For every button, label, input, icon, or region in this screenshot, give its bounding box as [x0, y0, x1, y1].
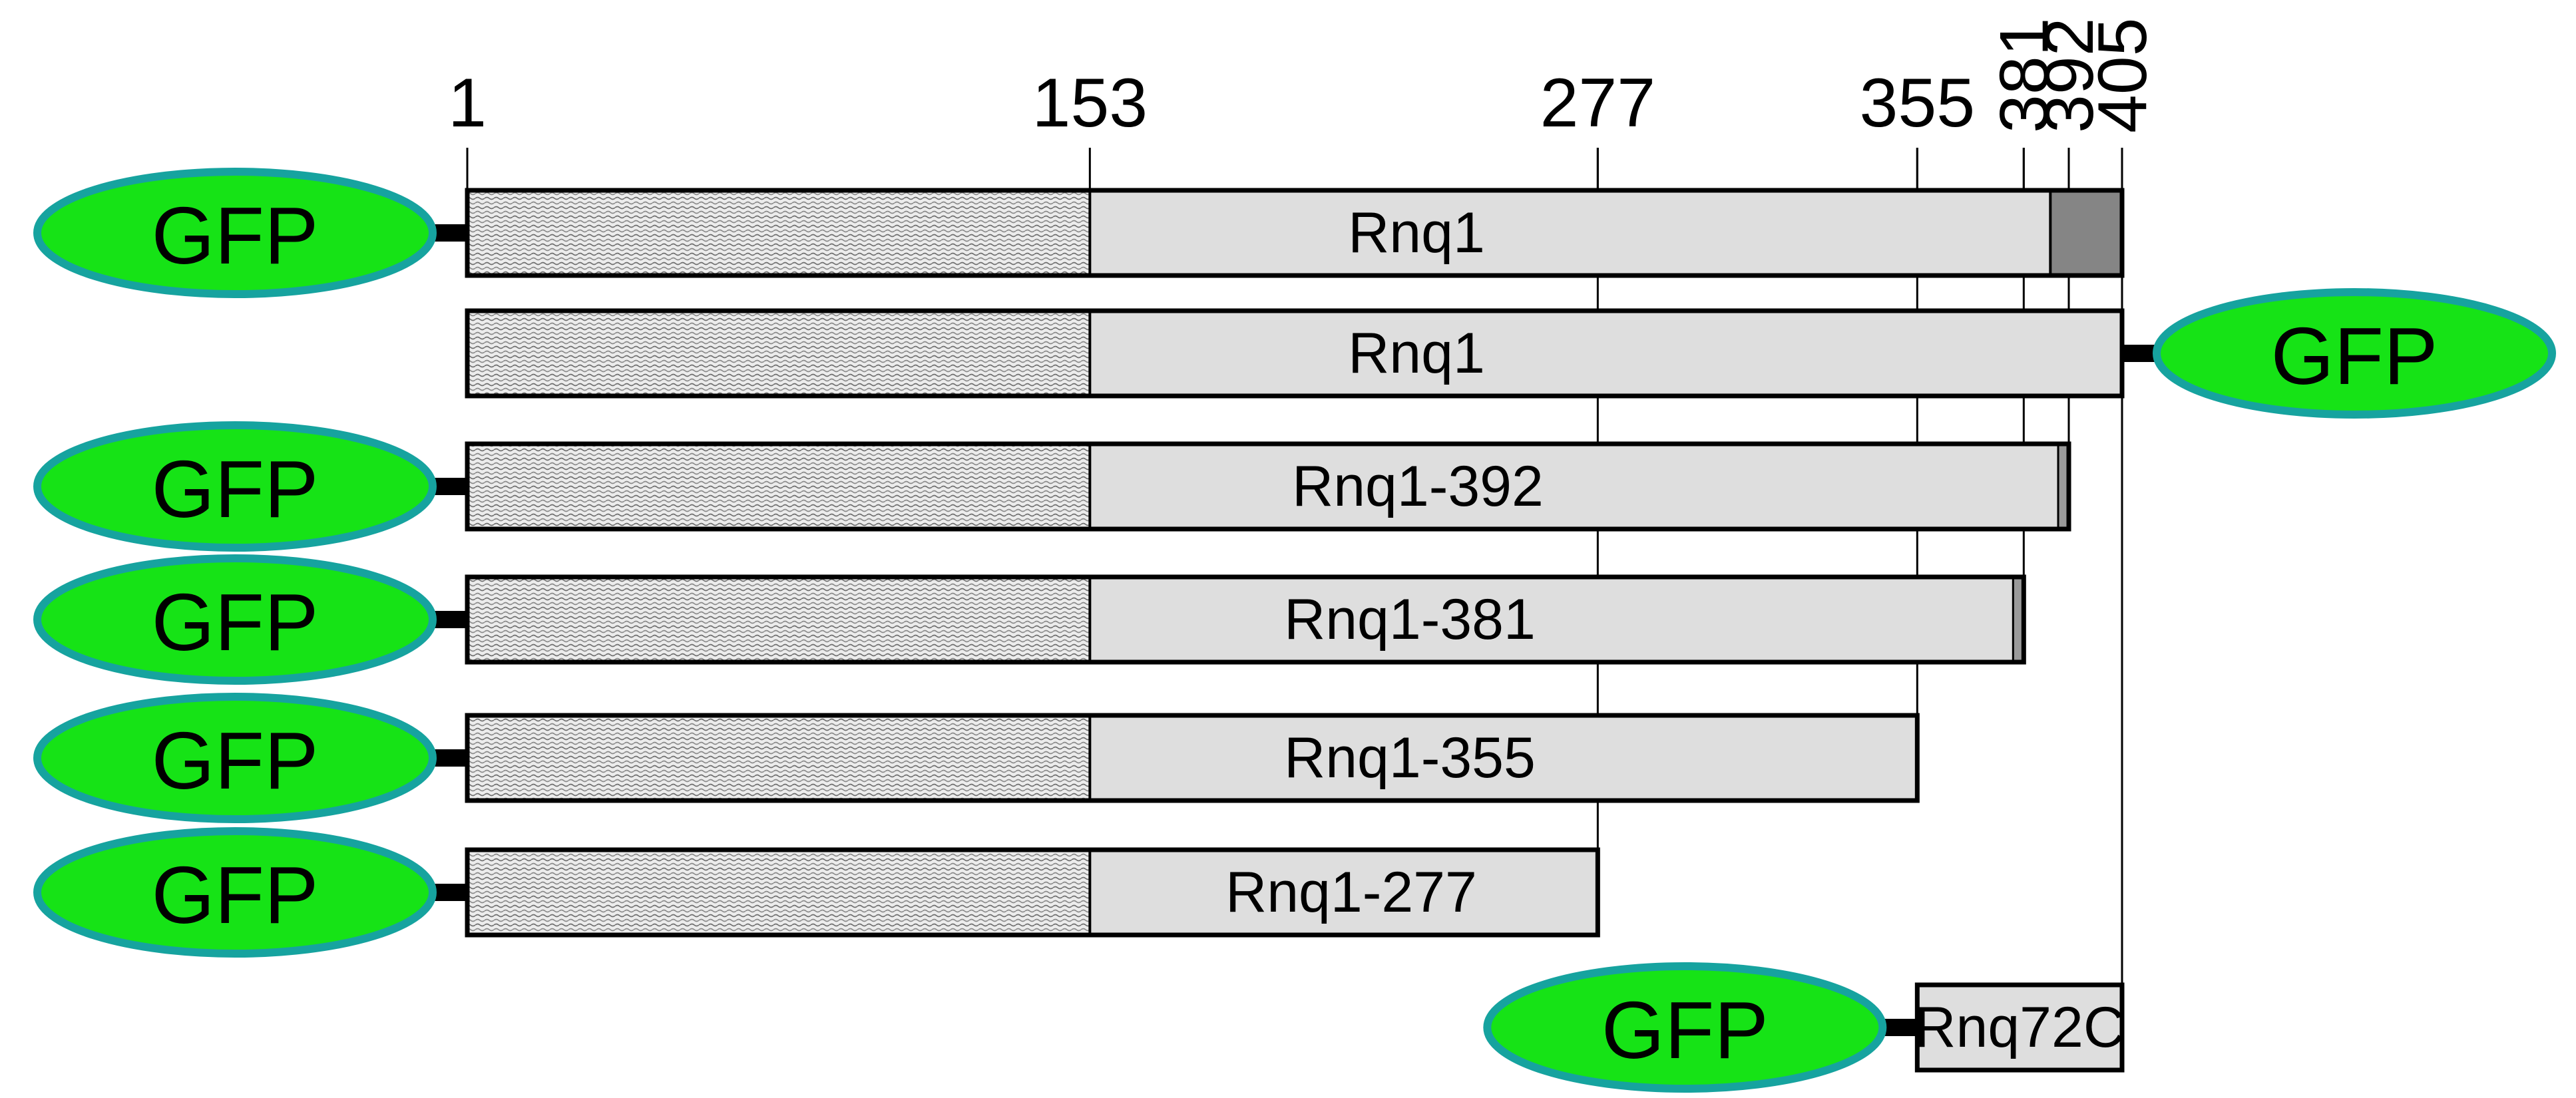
- construct-row: Rnq1 GFP: [33, 168, 2125, 298]
- cterm-domain: [2049, 189, 2124, 277]
- gfp-ellipse: [33, 421, 437, 552]
- construct-row: Rnq72C GFP: [1483, 962, 2125, 1093]
- gfp-ellipse: [33, 693, 437, 823]
- construct-label: Rnq72C: [1914, 996, 2125, 1059]
- construct-row: Rnq1-277 GFP: [33, 827, 1600, 958]
- nterm-domain: [466, 309, 1092, 397]
- gfp-ellipse: [33, 827, 437, 958]
- gfp-ellipse: [1483, 962, 1887, 1093]
- gfp-ellipse: [33, 168, 437, 298]
- tick-label-355: 355: [1860, 65, 1976, 142]
- gfp-ellipse: [33, 554, 437, 685]
- construct-label: Rnq1: [1348, 201, 1485, 265]
- middle-domain: [1917, 985, 2122, 1070]
- nterm-domain: [466, 443, 1092, 530]
- gfp-label: GFP: [1602, 985, 1769, 1075]
- tick-label-381: 381: [1986, 17, 2063, 133]
- tick-label-1: 1: [448, 65, 487, 142]
- nterm-domain: [466, 714, 1092, 802]
- construct-row: Rnq1-355 GFP: [33, 693, 1920, 823]
- tick-label-392: 392: [2031, 17, 2108, 133]
- construct-label: Rnq1-277: [1225, 860, 1477, 924]
- nterm-domain: [466, 848, 1092, 936]
- gfp-ellipse: [2153, 288, 2556, 419]
- nterm-domain: [466, 576, 1092, 663]
- nterm-domain: [466, 189, 1092, 277]
- construct-row: Rnq1-392 GFP: [33, 421, 2071, 552]
- construct-row: Rnq1-381 GFP: [33, 554, 2026, 685]
- gfp-label: GFP: [152, 850, 319, 940]
- construct-label: Rnq1-392: [1292, 455, 1544, 518]
- construct-label: Rnq1-381: [1284, 588, 1536, 651]
- gfp-label: GFP: [152, 190, 319, 281]
- gfp-label: GFP: [2271, 311, 2438, 401]
- construct-label: Rnq1: [1348, 321, 1485, 385]
- tick-label-405: 405: [2084, 17, 2161, 133]
- tick-label-153: 153: [1032, 65, 1148, 142]
- gfp-label: GFP: [152, 444, 319, 534]
- construct-row: Rnq1 GFP: [465, 288, 2556, 419]
- tick-label-277: 277: [1540, 65, 1656, 142]
- gfp-label: GFP: [152, 715, 319, 806]
- construct-label: Rnq1-355: [1284, 726, 1536, 790]
- gfp-label: GFP: [152, 577, 319, 667]
